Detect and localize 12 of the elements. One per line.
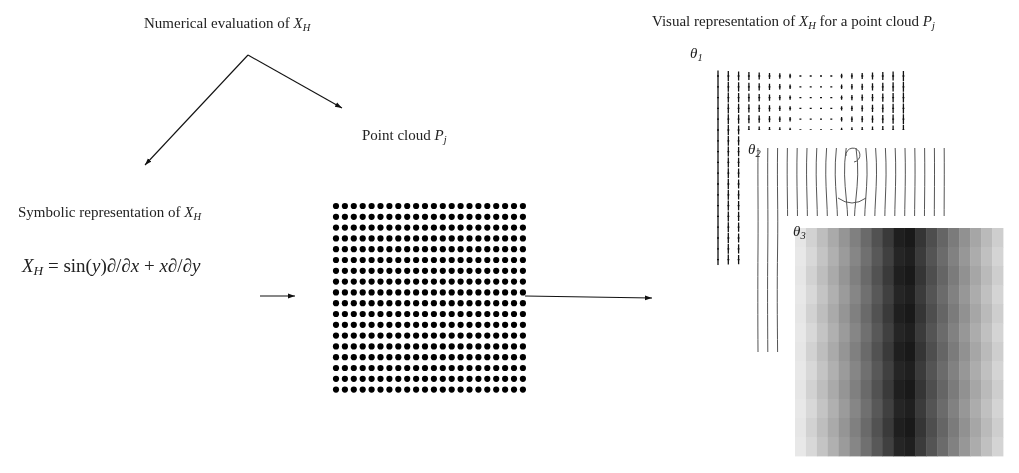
panel-label: θ$_{2}$ xyxy=(748,140,761,161)
arrow xyxy=(247,54,343,109)
panel-label: θ$_{3}$ xyxy=(793,222,806,243)
heading-text: Symbolic representation of X$_{H}$ xyxy=(18,203,201,224)
heading-text: Numerical evaluation of X$_{H}$ xyxy=(144,14,311,35)
panel-label: θ$_{1}$ xyxy=(690,44,703,65)
heading-text: Point cloud P$_{j}$ xyxy=(362,126,447,147)
arrow xyxy=(259,293,296,299)
arrow xyxy=(524,295,653,301)
heading-text: Visual representation of X$_{H}$ for a point cloud P$_{j}$ xyxy=(652,12,935,33)
formula-text: X$_{H}$ = sin(y)∂/∂x + x∂/∂y xyxy=(22,257,201,281)
arrow xyxy=(144,54,249,166)
